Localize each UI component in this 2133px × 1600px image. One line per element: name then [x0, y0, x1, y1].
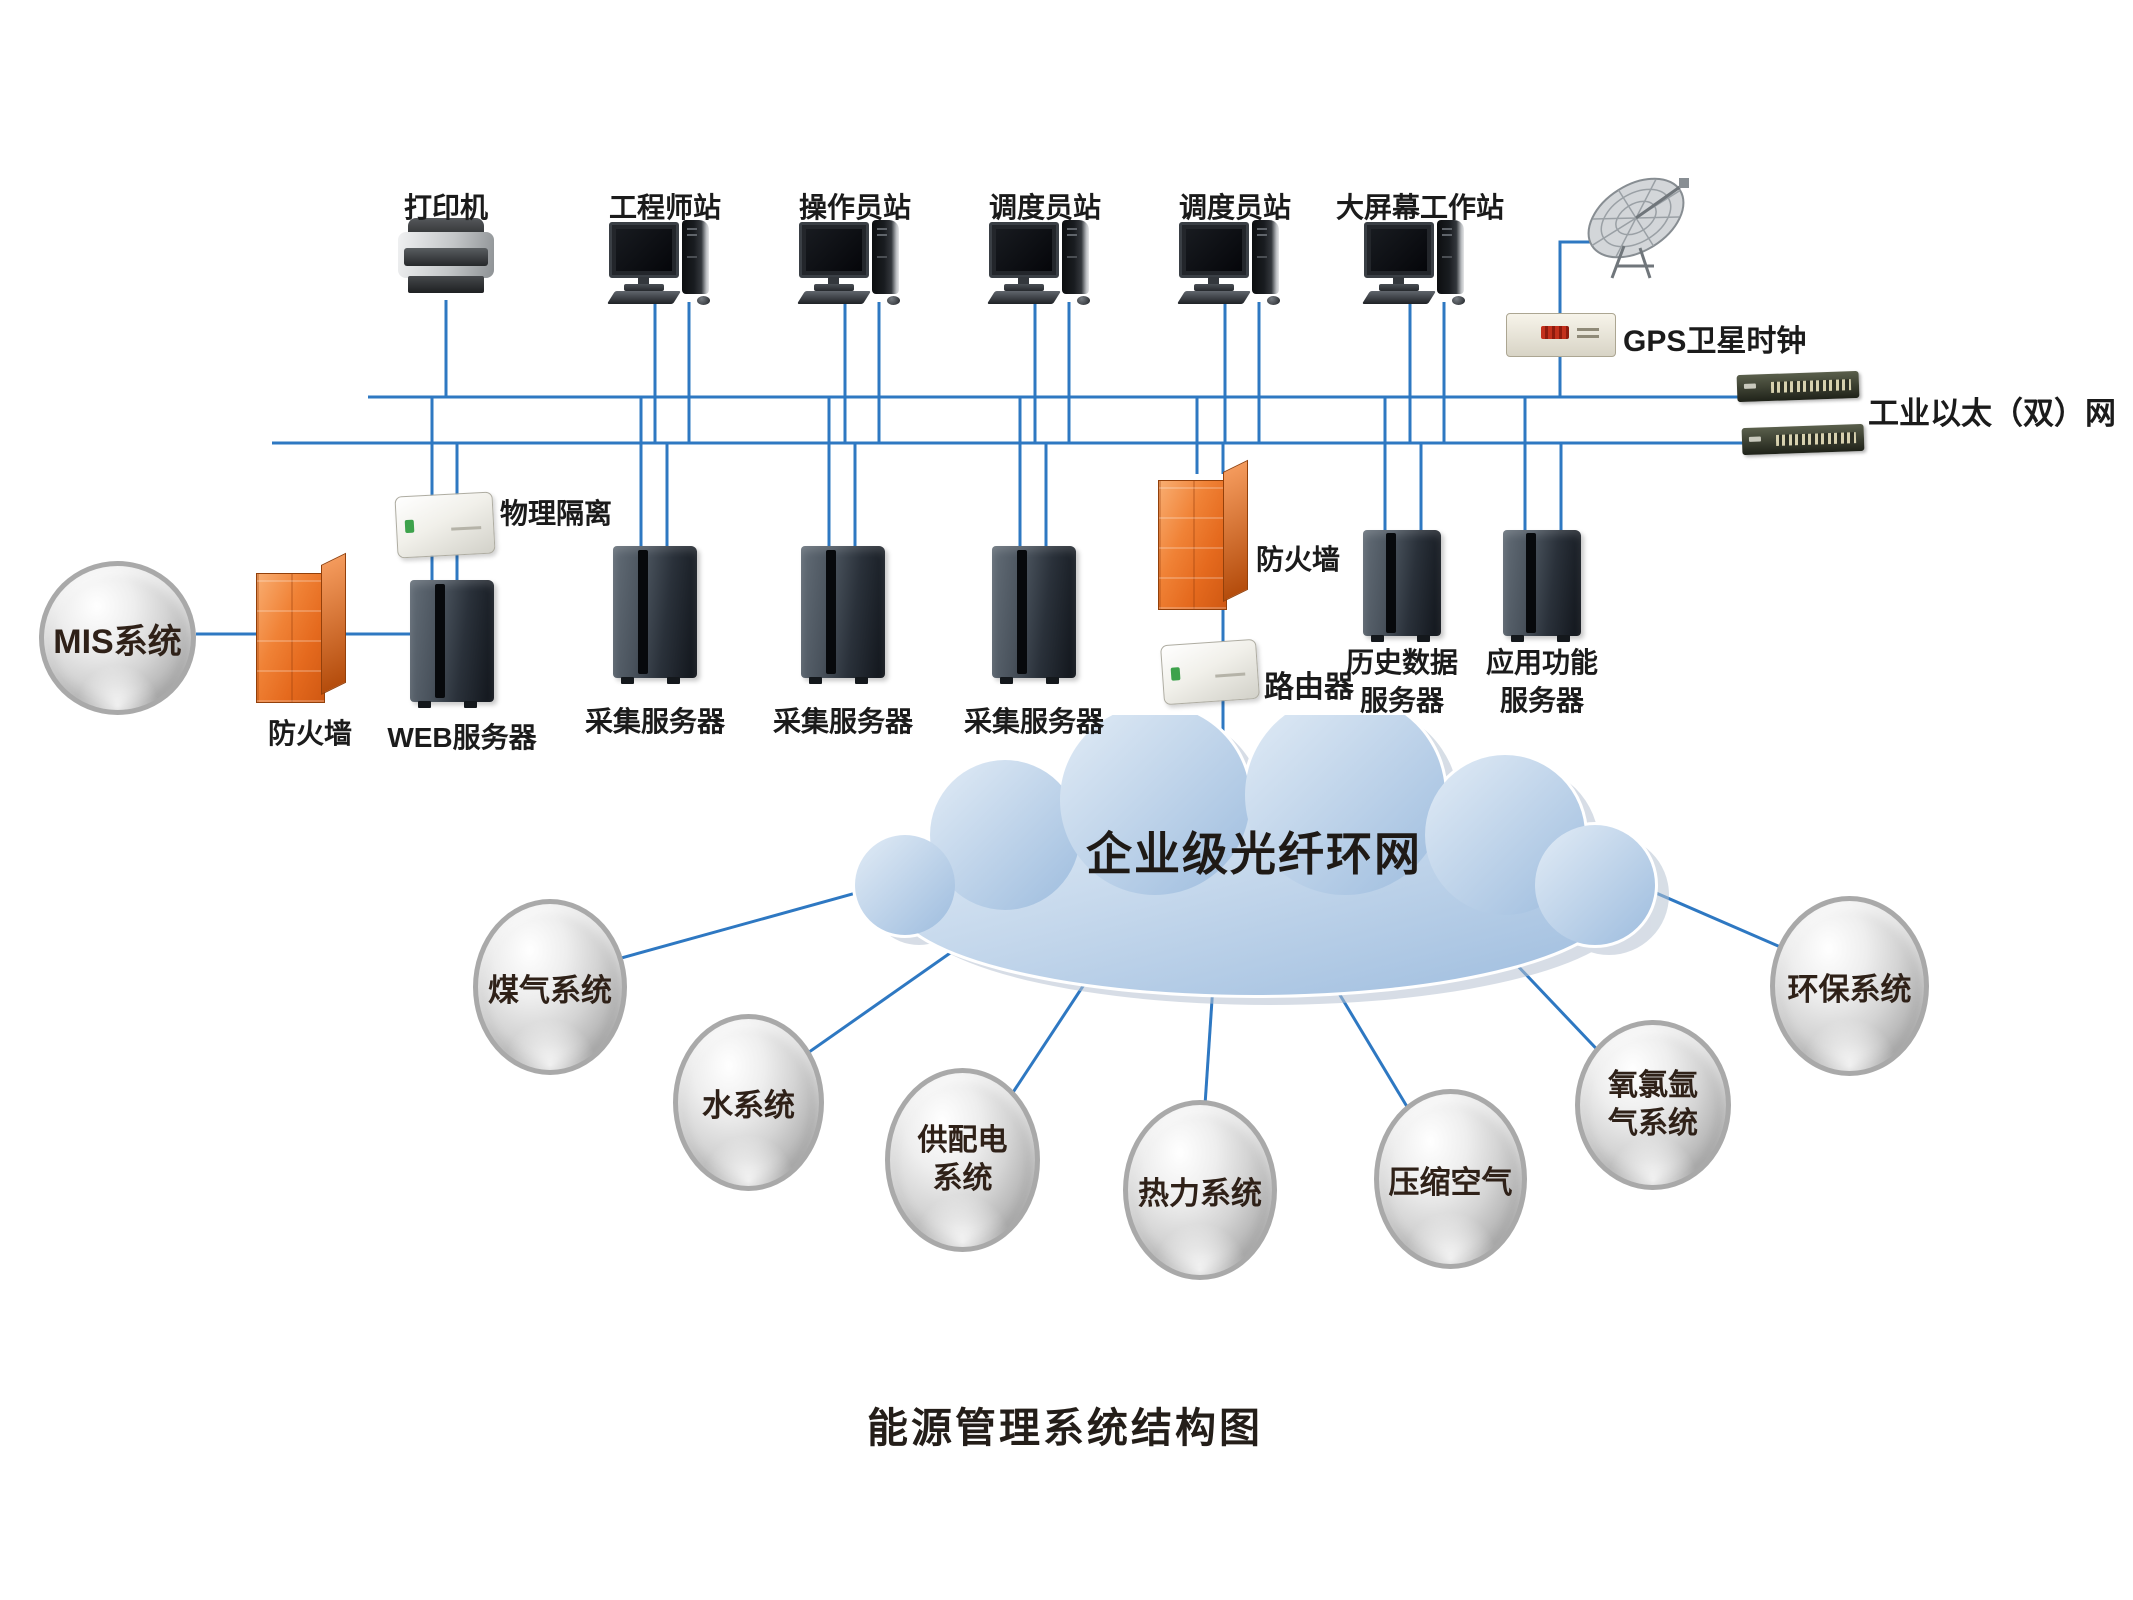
firewall-left [256, 552, 346, 707]
ethernet-label: 工业以太（双）网 [1868, 396, 2116, 431]
tower-case-icon [1252, 220, 1279, 294]
system-gas: 煤气系统 [473, 899, 627, 1075]
gps-clock-device [1506, 313, 1616, 357]
keyboard-icon [796, 291, 872, 304]
firewall-mid-label: 防火墙 [1256, 544, 1341, 575]
system-oxygen-chlorine-argon: 氧氯氩 气系统 [1575, 1020, 1731, 1190]
collect-server-label-2: 采集服务器 [772, 706, 913, 737]
keyboard-icon [986, 291, 1062, 304]
isolation-label: 物理隔离 [500, 498, 613, 529]
firewall-left-label: 防火墙 [267, 718, 352, 749]
keyboard-icon [1361, 291, 1437, 304]
station-label-engineer: 工程师站 [608, 192, 721, 223]
tower-case-icon [682, 220, 709, 294]
workstation-operator [796, 220, 911, 306]
firewall-brick-face [1158, 480, 1227, 610]
system-power-supply: 供配电 系统 [885, 1068, 1040, 1252]
mouse-icon [1077, 296, 1090, 305]
app-server-tower [1503, 530, 1581, 642]
collect-server-3 [992, 546, 1076, 684]
cloud-label: 企业级光纤环网 [1086, 828, 1422, 880]
fiber-ring-cloud [825, 692, 1705, 1030]
station-label-dispatcher-2: 调度员站 [1178, 192, 1291, 223]
printer-tray [408, 276, 484, 293]
printer-lid [408, 218, 484, 236]
station-label-dispatcher-1: 调度员站 [988, 192, 1101, 223]
ethernet-switch-1 [1736, 370, 1860, 403]
keyboard-icon [606, 291, 682, 304]
satellite-dish-icon [1587, 177, 1689, 279]
collect-server-label-1: 采集服务器 [584, 706, 725, 737]
mouse-icon [1267, 296, 1280, 305]
mouse-icon [697, 296, 710, 305]
workstation-dispatcher-2 [1176, 220, 1291, 306]
collect-server-label-3: 采集服务器 [963, 706, 1104, 737]
printer-panel [404, 248, 488, 266]
web-server-label: WEB服务器 [387, 722, 537, 753]
history-server-tower [1363, 530, 1441, 642]
workstation-bigscreen [1361, 220, 1476, 306]
tower-case-icon [1437, 220, 1464, 294]
vent-slot [451, 526, 482, 531]
led-icon [404, 519, 415, 533]
firewall-side [321, 552, 346, 695]
workstation-engineer [606, 220, 721, 306]
history-server-label: 历史数据 服务器 [1345, 647, 1458, 716]
isolation-device [394, 491, 496, 559]
monitor-icon [799, 222, 869, 278]
tower-case-icon [1062, 220, 1089, 294]
firewall-side [1223, 459, 1248, 602]
collect-server-1 [613, 546, 697, 684]
mis-system-node: MIS系统 [39, 561, 196, 715]
keyboard-icon [1176, 291, 1252, 304]
printer-device [398, 218, 494, 304]
collect-server-2 [801, 546, 885, 684]
led-icon [1170, 667, 1181, 681]
mouse-icon [1452, 296, 1465, 305]
ethernet-switch-2 [1741, 423, 1865, 456]
system-heat: 热力系统 [1123, 1100, 1277, 1280]
monitor-icon [989, 222, 1059, 278]
firewall-brick-face [256, 573, 325, 703]
app-server-label: 应用功能 服务器 [1485, 647, 1598, 716]
vent-slot [1215, 672, 1246, 678]
monitor-icon [609, 222, 679, 278]
router-label: 路由器 [1264, 671, 1354, 704]
gps-clock-label: GPS卫星时钟 [1623, 325, 1807, 358]
system-compressed-air: 压缩空气 [1374, 1089, 1527, 1269]
diagram-title: 能源管理系统结构图 [867, 1405, 1263, 1451]
monitor-icon [1179, 222, 1249, 278]
system-water: 水系统 [673, 1014, 824, 1191]
firewall-mid [1158, 459, 1248, 614]
printer-label: 打印机 [403, 192, 488, 223]
workstation-dispatcher-1 [986, 220, 1101, 306]
web-server-tower [410, 580, 494, 708]
router-device [1160, 638, 1260, 706]
station-label-operator: 操作员站 [798, 192, 911, 223]
tower-case-icon [872, 220, 899, 294]
mouse-icon [887, 296, 900, 305]
station-label-bigscreen: 大屏幕工作站 [1335, 192, 1504, 223]
monitor-icon [1364, 222, 1434, 278]
system-environment: 环保系统 [1770, 896, 1929, 1076]
